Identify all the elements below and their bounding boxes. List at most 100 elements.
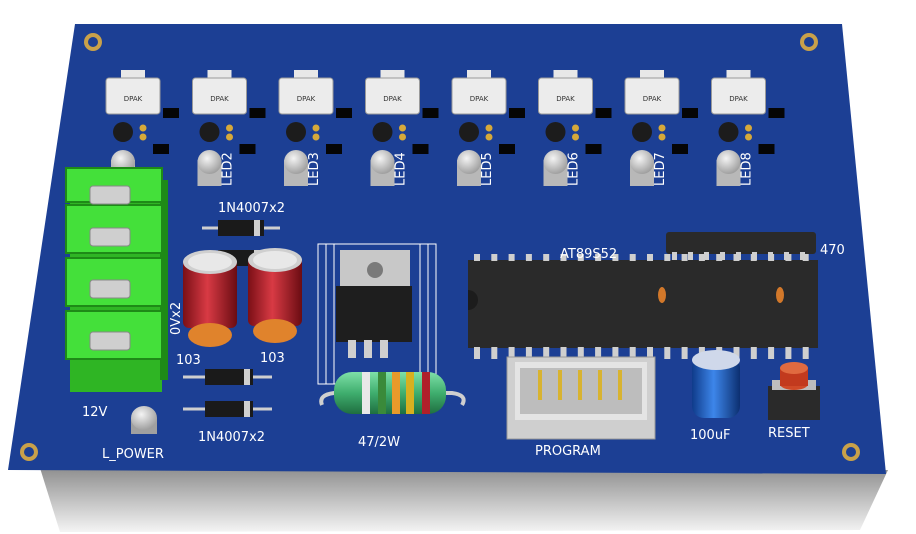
ic-pin bbox=[525, 347, 532, 359]
ic-pin bbox=[525, 254, 532, 261]
ic-pin bbox=[750, 347, 757, 359]
smd-pad bbox=[163, 108, 179, 118]
cap-left-label: 103 bbox=[176, 353, 201, 368]
ic-pin bbox=[595, 347, 602, 359]
smd-pad bbox=[768, 108, 785, 118]
screw-terminal-block bbox=[65, 167, 168, 392]
ic-pin bbox=[785, 347, 792, 359]
ic-pin bbox=[664, 347, 671, 359]
electrolytic-capacitor-blue bbox=[692, 350, 740, 418]
ic-pin bbox=[474, 347, 480, 359]
led-label: LED3 bbox=[307, 152, 322, 186]
ic-pin bbox=[595, 254, 602, 261]
smd-pad bbox=[412, 144, 429, 154]
ic-pin bbox=[733, 254, 740, 261]
diode-bottom-label: 1N4007x2 bbox=[198, 430, 265, 445]
ic-pin bbox=[508, 347, 515, 359]
ic-pin bbox=[664, 254, 671, 261]
led-label: LED7 bbox=[653, 152, 668, 186]
ic-pin bbox=[612, 254, 619, 261]
ic-pin bbox=[750, 254, 757, 261]
led-channel-row: DPAKD1DPAKLED2DPAKLED3DPAKLED4DPAKLED5DP… bbox=[105, 70, 785, 186]
via bbox=[745, 133, 752, 141]
ic-pin bbox=[768, 347, 775, 359]
transistor bbox=[718, 122, 739, 142]
dpak-body bbox=[624, 77, 680, 115]
led-dome bbox=[457, 150, 481, 174]
power-led-label: L_POWER bbox=[102, 447, 164, 462]
via bbox=[399, 124, 406, 132]
transistor bbox=[286, 122, 306, 142]
led-label: LED4 bbox=[394, 152, 409, 186]
via bbox=[572, 133, 579, 141]
transistor bbox=[199, 122, 220, 142]
led-dome bbox=[197, 150, 222, 174]
dpak-marking: DPAK bbox=[729, 95, 748, 103]
reset-button bbox=[768, 362, 820, 420]
led-label: LED6 bbox=[567, 152, 582, 186]
ic-pin bbox=[785, 254, 792, 261]
led-dome bbox=[716, 150, 741, 174]
mcu-label: AT89S52 bbox=[560, 247, 617, 262]
dpak-tab bbox=[294, 70, 318, 80]
ic-pin bbox=[491, 347, 498, 359]
ic-pin bbox=[802, 347, 809, 359]
resistor-pack-label: 470 bbox=[820, 243, 845, 258]
ic-pin bbox=[560, 347, 567, 359]
dpak-body bbox=[451, 77, 507, 115]
dpak-body bbox=[105, 77, 161, 115]
power-resistor bbox=[319, 372, 466, 414]
transistor bbox=[459, 122, 479, 142]
microcontroller-chip bbox=[468, 254, 818, 359]
smd-pad bbox=[672, 144, 688, 154]
program-header-label: PROGRAM bbox=[535, 444, 601, 459]
ic-pin bbox=[491, 254, 498, 261]
dpak-marking: DPAK bbox=[470, 95, 489, 103]
smd-pad bbox=[422, 108, 439, 118]
dpak-tab bbox=[121, 70, 145, 80]
ic-pin bbox=[629, 347, 636, 359]
dpak-marking: DPAK bbox=[643, 95, 662, 103]
dpak-tab bbox=[207, 70, 232, 80]
ic-pin bbox=[577, 254, 584, 261]
smd-pad bbox=[595, 108, 612, 118]
power-resistor-label: 47/2W bbox=[358, 435, 400, 450]
smd-pad bbox=[509, 108, 525, 118]
via bbox=[485, 124, 493, 132]
via bbox=[226, 133, 233, 141]
dpak-tab bbox=[467, 70, 491, 80]
dpak-body bbox=[365, 77, 420, 115]
dpak-tab bbox=[726, 70, 751, 80]
electrolytic-capacitors-red bbox=[183, 248, 302, 328]
connector-voltage-label: 0Vx2 bbox=[169, 302, 184, 335]
smd-pad bbox=[499, 144, 515, 154]
ic-pin bbox=[681, 347, 688, 359]
transistor bbox=[545, 122, 566, 142]
cap-right-label: 103 bbox=[260, 351, 285, 366]
ic-pin bbox=[716, 254, 723, 261]
ic-pin bbox=[681, 254, 688, 261]
ic-pin bbox=[733, 347, 740, 359]
via bbox=[139, 124, 147, 132]
dpak-body bbox=[192, 77, 247, 115]
via bbox=[572, 124, 579, 132]
led-label: LED2 bbox=[221, 152, 236, 186]
transistor bbox=[113, 122, 133, 142]
smd-pad bbox=[758, 144, 775, 154]
dpak-body bbox=[711, 77, 766, 115]
via bbox=[658, 124, 666, 132]
ic-pin bbox=[688, 252, 693, 260]
ic-pin bbox=[543, 254, 550, 261]
ic-pin bbox=[704, 252, 709, 260]
board-shadow bbox=[40, 468, 888, 532]
ic-pin bbox=[612, 347, 619, 359]
ic-pin bbox=[560, 254, 567, 261]
ic-pin bbox=[698, 254, 705, 261]
program-header bbox=[506, 356, 656, 440]
